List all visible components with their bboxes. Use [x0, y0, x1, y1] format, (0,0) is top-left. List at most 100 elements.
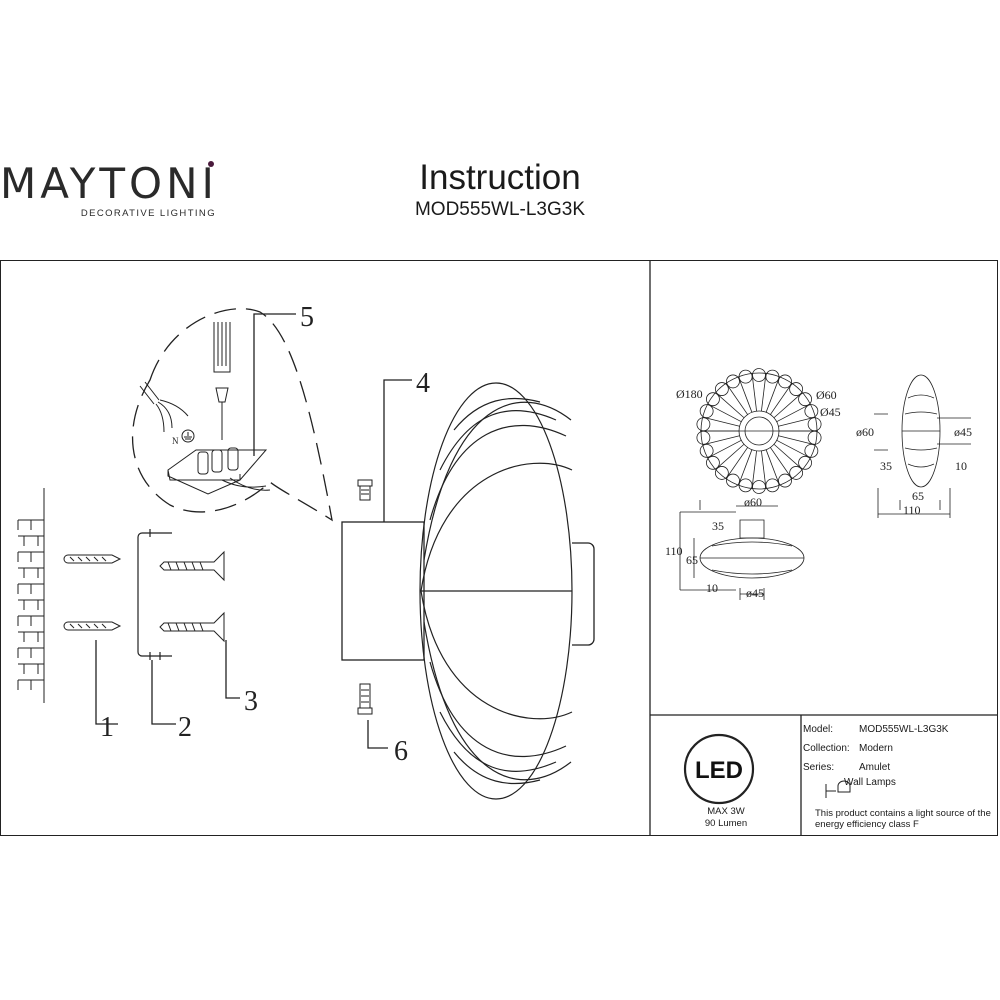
dim-bottom-65: 65: [686, 553, 698, 567]
dim-bottom-diameter-45: ø45: [746, 586, 764, 600]
rosette-petal-line: [773, 392, 803, 419]
brand-logo: MAYTONI DECORATIVE LIGHTING: [0, 162, 222, 220]
rosette-petal-line: [778, 435, 816, 446]
rosette-petal-tip: [706, 455, 720, 470]
rosette-petal-tip: [738, 478, 753, 493]
dim-side-110: 110: [903, 503, 921, 517]
rosette-petal-line: [765, 449, 780, 486]
rosette-petal-tip: [807, 430, 822, 445]
rosette-petal-tip: [798, 455, 812, 470]
rosette-petal-tip: [789, 382, 804, 396]
rosette-petal-line: [751, 373, 757, 412]
lamp-back-plate: [572, 542, 595, 646]
wall-lamp-icon: [825, 780, 851, 798]
spec-model-value: MOD555WL-L3G3K: [859, 724, 949, 735]
rosette-petal-line: [776, 403, 811, 423]
rosette-petal-tip: [807, 417, 822, 432]
rosette-petal-tip: [765, 369, 780, 384]
dim-side-65: 65: [912, 489, 924, 503]
instruction-frame: [0, 260, 998, 836]
led-info: MAX 3W 90 Lumen: [651, 806, 801, 830]
rosette-petal-tip: [714, 382, 729, 396]
spec-row-series: Series: Amulet: [803, 760, 948, 775]
led-badge-ring: [683, 733, 755, 805]
rosette-petal-tip: [752, 480, 766, 494]
wall-anchor-icon: [63, 554, 122, 564]
rosette-petal-line: [702, 435, 740, 446]
rosette-petal-line: [715, 443, 745, 470]
spec-collection-label: Collection:: [803, 743, 850, 754]
brand-logo-dot: [208, 161, 214, 167]
rosette-petal-line: [725, 383, 748, 415]
rosette-petal-tip: [699, 404, 714, 419]
rosette-petal-line: [761, 373, 767, 412]
cable-icon: [139, 381, 189, 433]
lamp-base: [341, 521, 425, 661]
dim-front-diameter-60: Ø60: [816, 388, 837, 402]
terminal-block-icon: [167, 447, 271, 495]
rosette-petal-line: [707, 403, 742, 423]
rosette-petal-tip: [726, 473, 740, 488]
spec-row-collection: Collection: Modern: [803, 741, 948, 760]
rosette-petal-line: [725, 447, 748, 479]
rosette-petal-line: [751, 450, 757, 489]
dim-side-35: 35: [880, 459, 892, 473]
rosette-petal-line: [776, 439, 811, 459]
rosette-petal-line: [738, 376, 753, 413]
page-title: Instruction: [419, 158, 581, 197]
spec-row-model: Model: MOD555WL-L3G3K: [803, 722, 948, 741]
rosette-petal-line: [702, 416, 740, 427]
callout-number-1: 1: [100, 712, 114, 743]
screwdriver-icon: [213, 322, 231, 440]
fixing-screw-icon: [357, 479, 373, 501]
wiring-detail-outline: [131, 308, 333, 522]
bottom-view-drawing: [679, 500, 805, 600]
rosette-petal-line: [761, 450, 767, 489]
callout-leader-4: [383, 379, 412, 522]
model-code: MOD555WL-L3G3K: [414, 199, 585, 220]
rosette-petal-line: [738, 449, 753, 486]
screw-icon: [159, 550, 225, 582]
callout-leader-2: [151, 660, 176, 725]
rosette-petal-tip: [738, 369, 753, 384]
callout-leader-3: [225, 640, 240, 699]
rosette-petal-tip: [714, 466, 729, 480]
callout-leader-1: [95, 640, 118, 725]
ground-symbol-icon: [181, 429, 195, 443]
rosette-petal-tip: [778, 374, 792, 389]
callout-leader-5: [253, 313, 296, 456]
rosette-petal-line: [715, 392, 745, 419]
callout-number-3: 3: [244, 686, 258, 717]
spec-collection-value: Modern: [859, 743, 893, 754]
rosette-petal-tip: [752, 368, 766, 382]
neutral-mark: N: [172, 436, 179, 446]
mounting-bracket-icon: [137, 529, 172, 660]
wall-hatch-icon: [17, 488, 45, 703]
dim-bottom-35: 35: [712, 519, 724, 533]
dim-side-diameter-60: ø60: [856, 425, 874, 439]
callout-number-4: 4: [416, 368, 430, 399]
rosette-petal-tip: [789, 466, 804, 480]
rosette-petal-tip: [696, 417, 711, 432]
callout-number-2: 2: [178, 712, 192, 743]
rosette-petal-tip: [765, 478, 780, 493]
rosette-petal-line: [770, 383, 793, 415]
rosette-petal-line: [707, 439, 742, 459]
rosette-petal-tip: [699, 443, 714, 458]
callout-number-6: 6: [394, 736, 408, 767]
dim-bottom-10: 10: [706, 581, 718, 595]
dim-front-diameter-45: Ø45: [820, 405, 841, 419]
spec-series-label: Series:: [803, 762, 835, 773]
energy-class-notice: This product contains a light source of …: [815, 808, 991, 830]
spec-series-value: Amulet: [859, 762, 891, 773]
rosette-petal-tip: [798, 392, 812, 407]
brand-tagline: DECORATIVE LIGHTING: [80, 208, 216, 219]
rosette-petal-tip: [696, 430, 711, 445]
wall-anchor-icon: [63, 621, 122, 631]
callout-leader-6: [367, 720, 388, 749]
dim-bottom-diameter-60: ø60: [744, 495, 762, 509]
fixing-screw-icon: [357, 683, 373, 715]
spec-row-category: Wall Lamps: [803, 775, 948, 794]
rosette-petal-tip: [804, 404, 819, 419]
